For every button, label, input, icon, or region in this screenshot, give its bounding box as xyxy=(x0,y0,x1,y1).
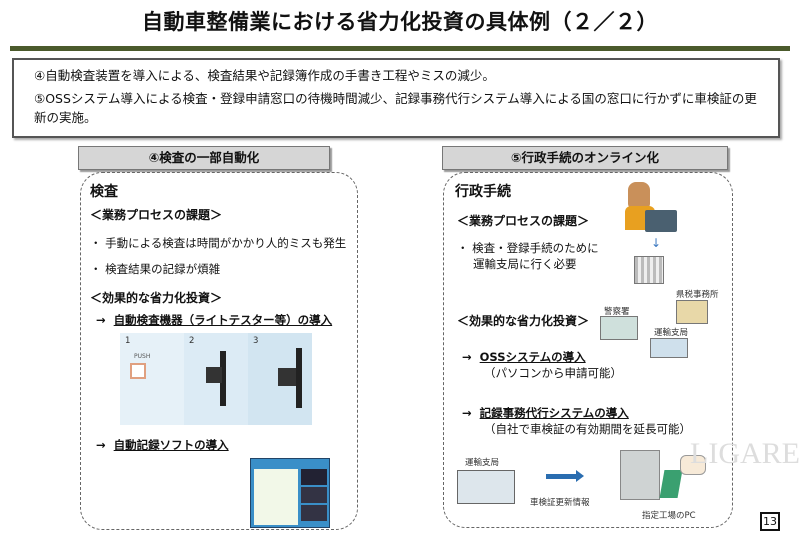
left-investment-label: ＜効果的な省力化投資＞ xyxy=(90,291,223,305)
flow-to-label: 指定工場のPC xyxy=(642,511,696,521)
page-number: 13 xyxy=(760,512,780,531)
right-investment-note: （自社で車検証の有効期間を延長可能） xyxy=(484,422,691,436)
hand-card-icon xyxy=(680,455,706,475)
flow-info-label: 車検証更新情報 xyxy=(530,498,590,508)
summary-line: ④自動検査装置を導入による、検査結果や記録簿作成の手書き工程やミスの減少。 xyxy=(34,68,495,83)
step-number: 1 xyxy=(125,336,131,346)
left-issue-item: ・ 検査結果の記録が煩雑 xyxy=(90,262,221,276)
right-section-header: ⑤行政手続のオンライン化 xyxy=(442,146,728,170)
right-issue-item: ・ 検査・登録手続のために 運輸支局に行く必要 xyxy=(457,241,599,271)
light-tester-image: 1 2 3 PUSH xyxy=(120,333,312,425)
left-panel xyxy=(80,172,358,530)
push-label: PUSH xyxy=(134,353,151,360)
police-station-icon xyxy=(600,316,638,340)
transport-office-icon xyxy=(650,338,688,358)
flow-from-label: 運輸支局 xyxy=(465,458,500,468)
watermark: LIGARE xyxy=(690,437,800,470)
summary-box: ④自動検査装置を導入による、検査結果や記録簿作成の手書き工程やミスの減少。 ⑤O… xyxy=(12,58,780,138)
arrow-right-icon xyxy=(546,474,576,479)
right-investment-note: （パソコンから申請可能） xyxy=(484,366,622,380)
person-icon xyxy=(628,182,650,208)
right-issues-label: ＜業務プロセスの課題＞ xyxy=(457,214,590,228)
left-investment-item: → 自動記録ソフトの導入 xyxy=(96,438,229,452)
tax-office-label: 県税事務所 xyxy=(676,290,719,300)
left-investment-item: → 自動検査機器（ライトテスター等）の導入 xyxy=(96,313,333,327)
left-issue-item: ・ 手動による検査は時間がかかり人的ミスも発生 xyxy=(90,236,347,250)
page-title: 自動車整備業における省力化投資の具体例（２／２） xyxy=(142,10,658,34)
tester-icon xyxy=(296,348,302,408)
summary-line: ⑤OSSシステム導入による検査・登録申請窓口の待機時間減少、記録事務代行システム… xyxy=(34,91,757,125)
right-investment-item: → OSSシステムの導入 xyxy=(462,350,586,364)
title-divider xyxy=(10,46,790,51)
step-number: 2 xyxy=(189,336,195,346)
tester-icon xyxy=(220,351,226,406)
right-investment-item: → 記録事務代行システムの導入 xyxy=(462,406,629,420)
right-heading: 行政手続 xyxy=(455,184,511,200)
transport-office-label: 運輸支局 xyxy=(654,328,689,338)
left-issues-label: ＜業務プロセスの課題＞ xyxy=(90,208,223,222)
laptop-icon xyxy=(645,210,677,232)
police-label: 警察署 xyxy=(604,307,630,317)
step-number: 3 xyxy=(253,336,259,346)
left-heading: 検査 xyxy=(90,184,118,200)
arrow-down-icon: ↓ xyxy=(651,236,662,250)
pc-icon xyxy=(620,450,660,500)
right-investment-label: ＜効果的な省力化投資＞ xyxy=(457,314,590,328)
record-software-screenshot xyxy=(250,458,330,528)
right-panel xyxy=(443,172,733,528)
tax-office-icon xyxy=(676,300,708,324)
government-building-icon xyxy=(634,256,664,284)
transport-office-building-icon xyxy=(457,470,515,504)
push-button-icon xyxy=(130,363,146,379)
left-section-header: ④検査の一部自動化 xyxy=(78,146,330,170)
